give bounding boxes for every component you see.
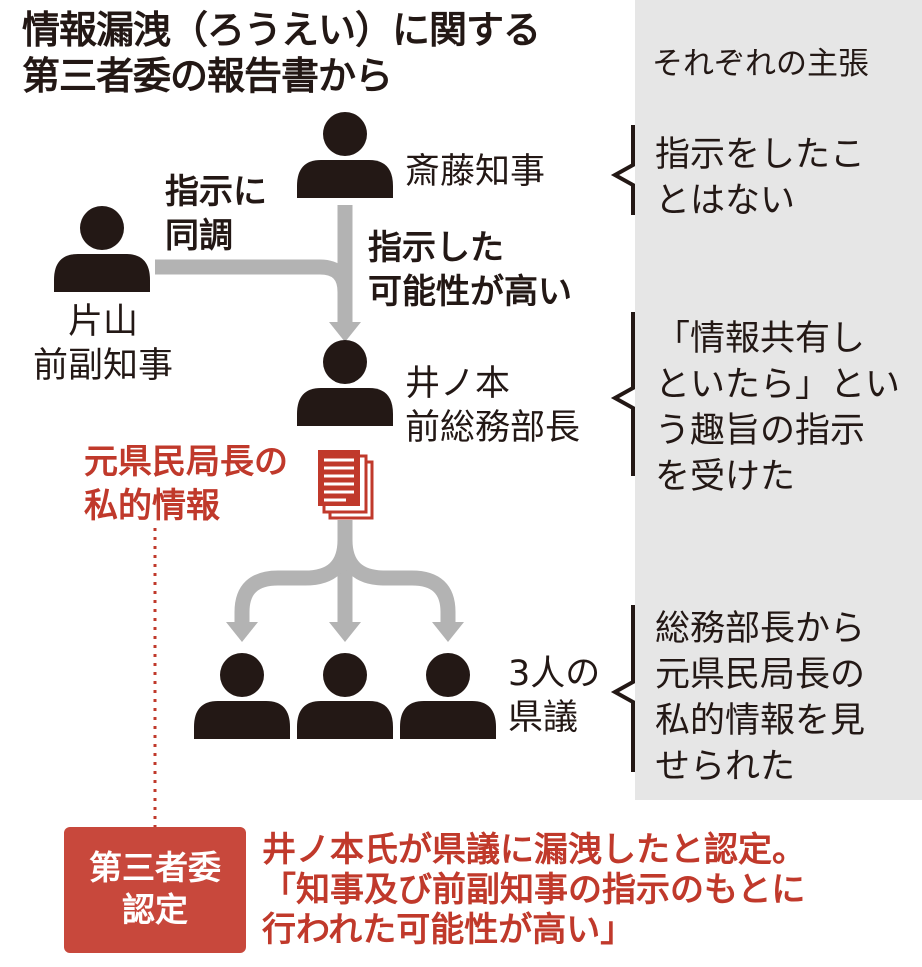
label-line: 指示した bbox=[368, 228, 504, 268]
brace-icon bbox=[610, 125, 635, 215]
label-line: 元県民局長の bbox=[84, 442, 288, 482]
label-line: 同調 bbox=[165, 216, 233, 256]
claim-line: 私的情報を見 bbox=[655, 701, 866, 741]
conclusion-line: 井ノ本氏が県議に漏洩したと認定。 bbox=[262, 830, 806, 870]
inomoto-name: 井ノ本 前総務部長 bbox=[405, 362, 580, 450]
concur-label: 指示に 同調 bbox=[165, 170, 267, 258]
claim-line: 元県民局長の bbox=[655, 655, 866, 695]
saito-name: 斎藤知事 bbox=[405, 152, 546, 192]
arrow-icon bbox=[226, 622, 258, 642]
person-icon bbox=[400, 653, 496, 739]
saito-claim: 指示をしたこ とはない bbox=[655, 132, 865, 224]
claim-line: せられた bbox=[655, 747, 796, 787]
badge-line: 第三者委 bbox=[89, 848, 221, 887]
person-icon bbox=[297, 340, 393, 426]
name-line: 3人の bbox=[508, 654, 601, 694]
document-stack-icon bbox=[318, 450, 374, 520]
claim-line: う趣旨の指示 bbox=[655, 411, 866, 451]
conclusion-line: 「知事及び前副知事の指示のもとに bbox=[262, 870, 806, 910]
brace-icon bbox=[610, 312, 635, 476]
committee-conclusion: 井ノ本氏が県議に漏洩したと認定。 「知事及び前副知事の指示のもとに 行われた可能… bbox=[262, 830, 806, 950]
name-line: 県議 bbox=[508, 698, 579, 738]
name-line: 井ノ本 bbox=[405, 364, 511, 404]
arrow-icon bbox=[329, 322, 361, 342]
page-title-line1: 情報漏洩（ろうえい）に関する bbox=[22, 8, 541, 52]
claims-header: それぞれの主張 bbox=[652, 46, 869, 82]
members-name: 3人の 県議 bbox=[508, 652, 600, 740]
claims-panel bbox=[635, 0, 922, 800]
label-line: 可能性が高い bbox=[368, 272, 572, 312]
committee-badge: 第三者委 認定 bbox=[64, 827, 246, 953]
claim-line: 指示をしたこ bbox=[655, 135, 866, 175]
conclusion-line: 行われた可能性が高い」 bbox=[262, 910, 635, 950]
person-icon bbox=[297, 653, 393, 739]
claim-line: 総務部長から bbox=[655, 609, 866, 649]
likely-label: 指示した 可能性が高い bbox=[368, 226, 572, 314]
name-line: 片山 bbox=[67, 302, 138, 342]
claim-line: を受けた bbox=[655, 457, 796, 497]
private-info-label: 元県民局長の 私的情報 bbox=[84, 440, 288, 528]
members-claim: 総務部長から 元県民局長の 私的情報を見 せられた bbox=[655, 606, 865, 790]
claim-line: 「情報共有し bbox=[655, 319, 866, 359]
name-line: 前副知事 bbox=[32, 346, 173, 386]
label-line: 私的情報 bbox=[84, 486, 220, 526]
arrow-icon bbox=[432, 622, 464, 642]
inomoto-claim: 「情報共有し といたら」とい う趣旨の指示 を受けた bbox=[655, 316, 900, 500]
label-line: 指示に bbox=[165, 172, 267, 212]
katayama-name: 片山 前副知事 bbox=[22, 300, 184, 388]
person-icon bbox=[54, 206, 150, 292]
arrow-icon bbox=[329, 622, 361, 642]
claim-line: とはない bbox=[655, 181, 796, 221]
branch-arrows bbox=[234, 520, 456, 625]
brace-icon bbox=[610, 605, 635, 772]
claim-line: といたら」とい bbox=[655, 365, 901, 405]
person-icon bbox=[297, 112, 393, 198]
person-icon bbox=[194, 653, 290, 739]
badge-line: 認定 bbox=[122, 890, 188, 929]
name-line: 前総務部長 bbox=[405, 408, 581, 448]
page-title-line2: 第三者委の報告書から bbox=[22, 54, 393, 98]
